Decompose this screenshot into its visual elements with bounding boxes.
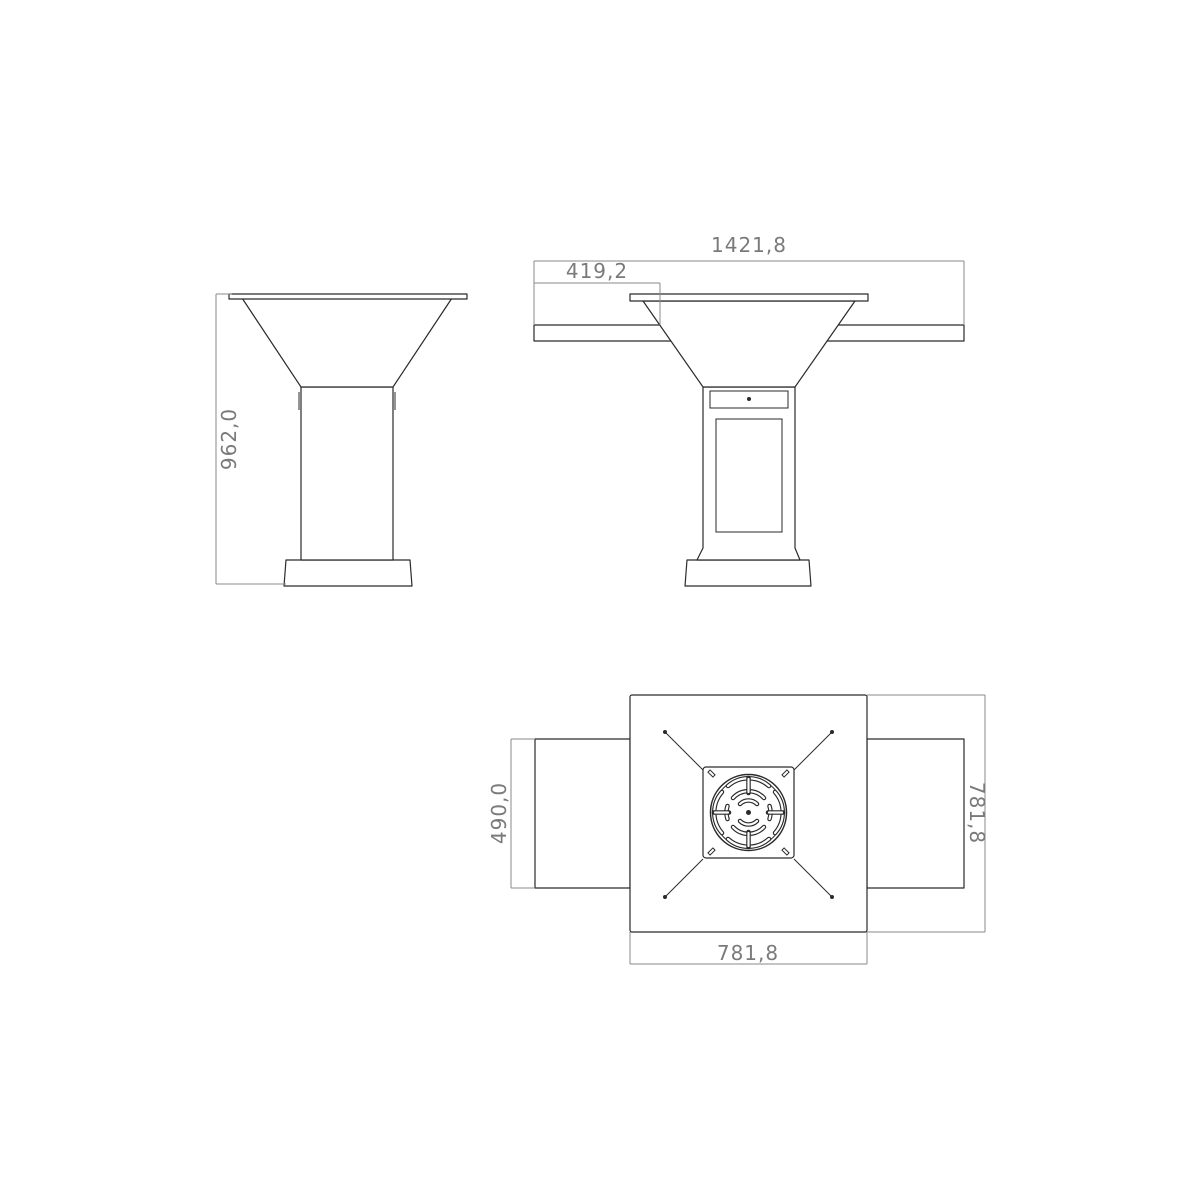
front-shelf-width-label: 419,2 [566, 259, 628, 283]
side-base [283, 559, 413, 587]
side-bowl [241, 297, 453, 388]
side-height-label: 962,0 [217, 408, 241, 470]
side-view: 962,0 [215, 293, 468, 587]
top-height-dimension: 781,8 [867, 694, 989, 933]
front-total-width-dimension: 1421,8 [533, 233, 965, 325]
front-shelf-left [533, 324, 681, 342]
top-grate-spokes-icon [711, 775, 786, 850]
top-fire-grate [709, 773, 788, 852]
top-burner-slots [707, 769, 790, 856]
front-column [696, 386, 801, 561]
front-view: 1421,8 419,2 [533, 233, 965, 587]
top-depth-label: 490,0 [487, 782, 511, 844]
top-shelf-right [866, 738, 965, 889]
front-base [684, 559, 812, 587]
side-height-dimension: 962,0 [215, 293, 286, 585]
top-struts [663, 730, 834, 899]
top-view: 490,0 781,8 781,8 [487, 694, 989, 965]
top-grate-inner-vents-icon [737, 798, 760, 827]
top-width-label: 781,8 [717, 941, 779, 965]
front-bowl [642, 300, 856, 388]
top-depth-dimension: 490,0 [487, 738, 535, 889]
front-shelf-right [825, 324, 965, 342]
side-top-plate [228, 293, 468, 300]
front-door [715, 418, 783, 533]
top-shelf-left [534, 738, 631, 889]
front-top-plate [629, 293, 869, 302]
front-total-width-label: 1421,8 [711, 233, 787, 257]
front-control-knob-icon [747, 397, 751, 401]
side-column [300, 386, 394, 561]
top-width-dimension: 781,8 [629, 932, 868, 965]
front-shelf-width-dimension: 419,2 [534, 259, 661, 325]
front-control-panel [709, 390, 789, 409]
top-height-label: 781,8 [965, 782, 989, 844]
